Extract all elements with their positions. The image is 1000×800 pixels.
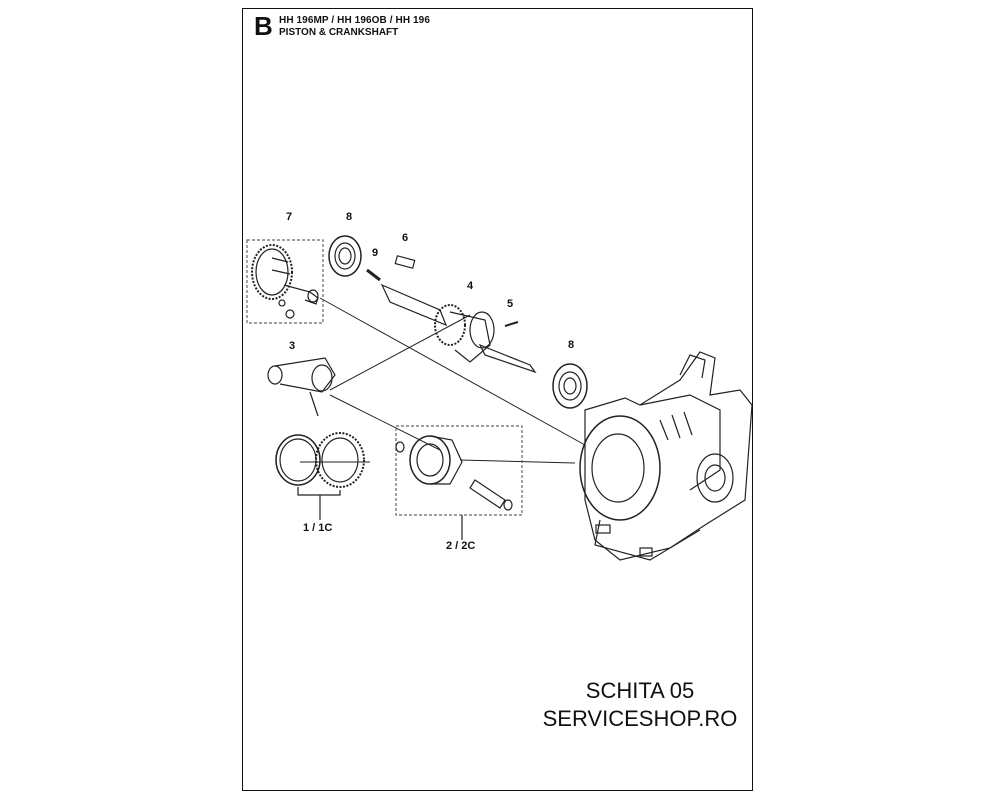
bearing-lower-part (552, 363, 588, 409)
callout-9: 9 (372, 247, 379, 259)
callout-8-upper: 8 (346, 211, 353, 223)
sheet-number: SCHITA 05 (585, 678, 695, 703)
piston-rings-part (275, 432, 365, 520)
spring-pin-part (366, 268, 381, 282)
bearing-upper-part (328, 235, 362, 277)
timing-clip-part (504, 321, 519, 327)
camshaft-group-box (246, 239, 324, 324)
piston-part (395, 435, 513, 540)
callout-4: 4 (467, 280, 474, 292)
section-letter: B (254, 11, 273, 41)
crankshaft-part (380, 283, 537, 374)
callout-2-2c: 2 / 2C (446, 540, 476, 552)
callout-8-lower: 8 (568, 339, 575, 351)
callout-7: 7 (286, 211, 293, 223)
callout-1-1c: 1 / 1C (303, 522, 333, 534)
piston-group-box (395, 425, 523, 516)
engine-block-part (579, 351, 753, 561)
woodruff-key-part (394, 255, 416, 269)
shop-name: SERVICESHOP.RO (542, 706, 738, 731)
camshaft-gear-part (251, 244, 319, 319)
model-list: HH 196MP / HH 196OB / HH 196 (279, 15, 431, 26)
drawing-frame (242, 8, 753, 791)
callout-6: 6 (402, 232, 409, 244)
callout-3: 3 (289, 340, 296, 352)
connecting-rod-part (267, 357, 336, 417)
diagram-title: PISTON & CRANKSHAFT (279, 27, 399, 38)
callout-5: 5 (507, 298, 514, 310)
